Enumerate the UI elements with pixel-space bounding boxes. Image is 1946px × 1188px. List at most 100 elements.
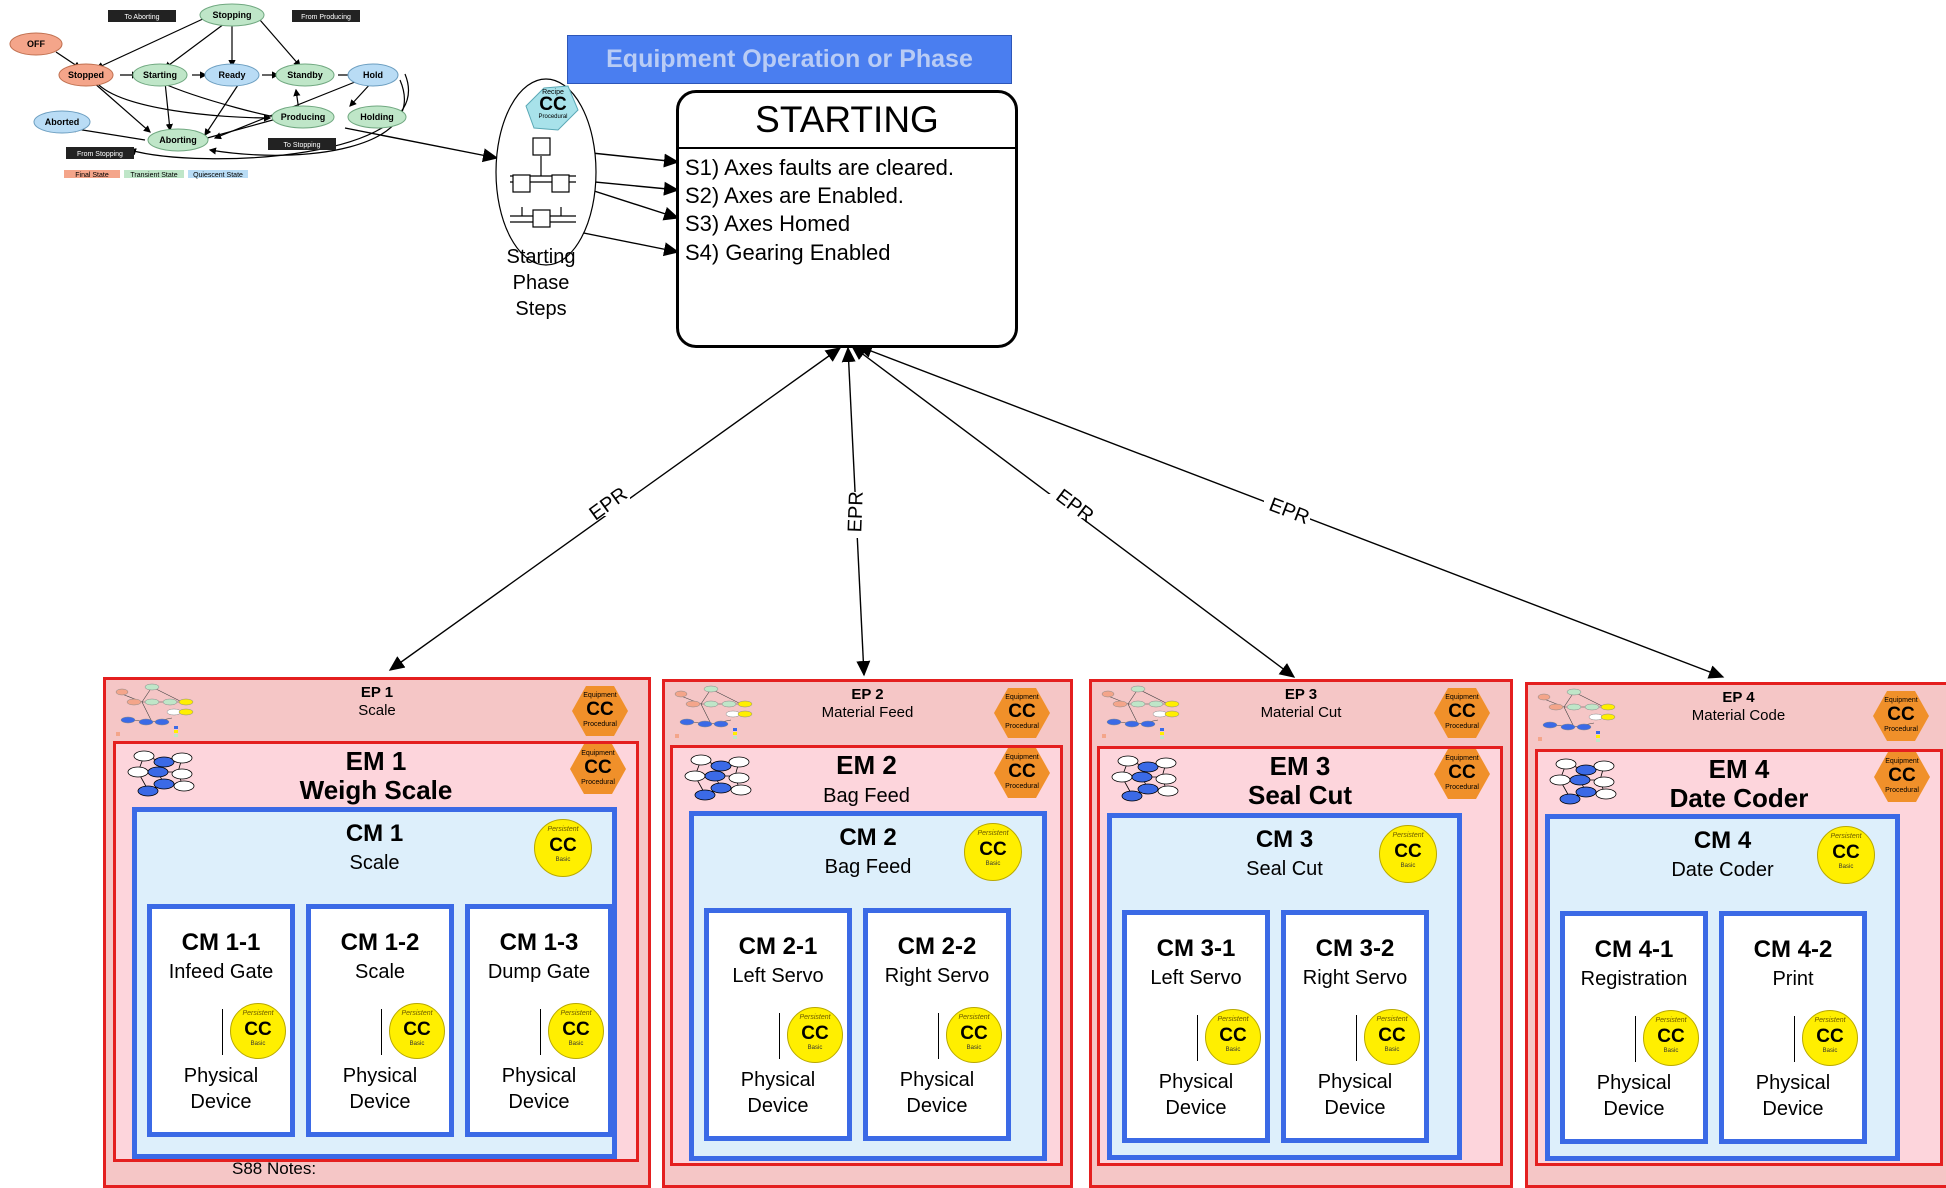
sub-cm-name: Right Servo [1302,967,1408,989]
transition-from-stopping: From Stopping [77,151,123,158]
epr-label-2: EPR [844,491,867,533]
ep-equipment-cc-icon-label: CC [1887,704,1915,725]
device-persistent-cc-icon-label: CC [403,1019,431,1040]
transition-to-aborting: To Aborting [124,14,159,21]
cm-name: Seal Cut [1246,858,1323,880]
sub-cm-label: CM 3-2 [1315,935,1395,962]
device-persistent-cc-icon-tag: Persistent [242,1010,274,1017]
ep-name: Scale [358,702,396,719]
device-persistent-cc-icon-kind: Basic [1822,1048,1838,1054]
ep-label: EP 4 [1722,689,1755,706]
em-equipment-cc-icon-tag: Equipment [1885,758,1919,765]
physical-device-line-1: Physical [501,1065,577,1087]
em-equipment-cc-icon-tag: Equipment [1005,754,1039,761]
em-equipment-cc-icon-label: CC [584,757,612,778]
state-title: STARTING [679,93,1015,149]
state-stopping: Stopping [213,10,252,20]
ep-state-thumbnail [674,685,753,739]
sub-cm-label: CM 1-2 [340,929,420,956]
em-equipment-cc-icon-tag: Equipment [581,750,615,757]
cm-persistent-cc-icon-kind: Basic [985,861,1001,867]
device-divider [1197,1015,1198,1061]
device-persistent-cc-icon-tag: Persistent [1814,1017,1846,1024]
device-persistent-cc-icon-kind: Basic [568,1041,584,1047]
em-equipment-cc-icon-label: CC [1888,765,1916,786]
physical-device-line-1: Physical [1158,1071,1234,1093]
sub-cm-label: CM 4-1 [1594,936,1674,963]
arrow-statemachine-to-steps [344,127,499,163]
em-equipment-cc-icon-kind: Procedural [1005,783,1039,790]
state-holding: Holding [360,112,394,122]
recipe-cc-kind: Procedural [538,114,568,120]
device-persistent-cc-icon-label: CC [1219,1025,1247,1046]
device-persistent-cc-icon-kind: Basic [1663,1048,1679,1054]
physical-device-line-1: Physical [1755,1072,1831,1094]
state-standby: Standby [287,70,323,80]
device-divider [381,1009,382,1055]
device-persistent-cc-icon-label: CC [960,1023,988,1044]
ep-name: Material Cut [1260,704,1342,721]
ep-equipment-cc-icon-kind: Procedural [583,721,617,728]
legend-quiescent: Quiescent State [193,172,243,179]
cm-persistent-cc-icon-kind: Basic [555,857,571,863]
cm-persistent-cc-icon-label: CC [1832,842,1860,863]
device-persistent-cc-icon-kind: Basic [966,1045,982,1051]
physical-device-line-1: Physical [183,1065,259,1087]
physical-device-line-1: Physical [740,1069,816,1091]
sub-cm-label: CM 1-1 [181,929,261,956]
epr-label-1: EPR [585,483,631,525]
em-network-icon [1549,758,1617,805]
ep-equipment-cc-icon-label: CC [1448,701,1476,722]
device-persistent-cc-icon-label: CC [1378,1025,1406,1046]
cm-persistent-cc-icon-tag: Persistent [977,830,1009,837]
transition-from-producing: From Producing [301,14,351,21]
recipe-cc-icon: Recipe CC Procedural [528,89,578,120]
cm-label: CM 3 [1255,826,1314,853]
device-persistent-cc-icon-kind: Basic [1384,1047,1400,1053]
physical-device-line-2: Device [1165,1097,1227,1119]
em-equipment-cc-icon-kind: Procedural [1445,784,1479,791]
physical-device-line-2: Device [508,1091,570,1113]
cm-persistent-cc-icon-kind: Basic [1400,863,1416,869]
cm-name: Scale [349,852,400,874]
cm-persistent-cc-icon-tag: Persistent [547,826,579,833]
sub-cm-label: CM 2-2 [897,933,977,960]
recipe-cc-tag: Recipe [542,89,564,96]
physical-device-line-2: Device [1324,1097,1386,1119]
sub-cm-label: CM 4-2 [1753,936,1833,963]
cm-label: CM 2 [839,824,897,851]
em-name: Date Coder [1669,783,1809,813]
em-label: EM 2 [836,750,897,780]
em-equipment-cc-icon-kind: Procedural [1885,787,1919,794]
ep-equipment-cc-icon-kind: Procedural [1884,726,1918,733]
ep-state-thumbnail [1537,688,1616,742]
device-persistent-cc-icon-tag: Persistent [1376,1016,1408,1023]
ep-label: EP 2 [851,686,884,703]
state-producing: Producing [281,112,326,122]
em-network-icon [684,754,752,801]
step-s1: S1) Axes faults are cleared. [685,155,955,180]
